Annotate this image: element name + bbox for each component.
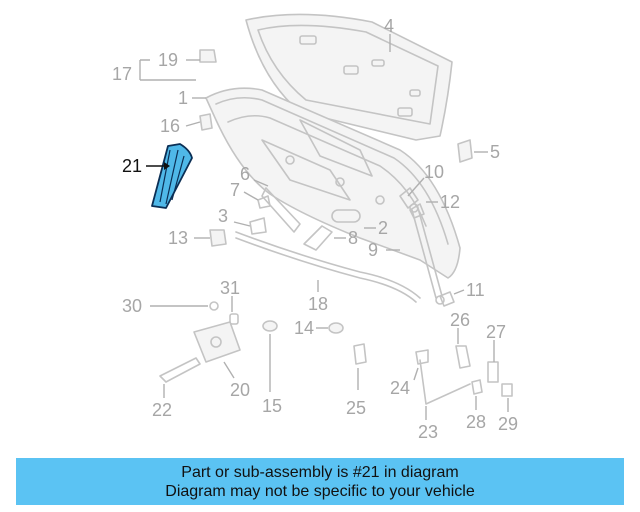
part-5-clip <box>457 139 473 163</box>
leader-lines <box>139 34 509 420</box>
part-12-bolt <box>409 203 425 219</box>
part-20-latch <box>193 321 241 363</box>
part-26-holder <box>455 345 471 369</box>
callout-28: 28 <box>466 412 486 432</box>
callout-29: 29 <box>498 414 518 434</box>
part-11-cap <box>439 291 455 307</box>
callout-8: 8 <box>348 228 358 248</box>
part-28-bolt <box>471 379 483 395</box>
callout-18: 18 <box>308 294 328 314</box>
part-6-hinge <box>261 187 301 233</box>
part-15-plug <box>262 320 278 332</box>
part-24-grommet <box>415 349 429 365</box>
part-30-switch <box>209 301 219 311</box>
part-29-bolt <box>501 383 513 397</box>
part-18-weatherstrip <box>235 231 421 303</box>
callout-20: 20 <box>230 380 250 400</box>
callout-labels: 4 19 17 1 16 21 5 6 10 7 12 3 2 13 8 9 1… <box>112 16 518 442</box>
part-27-bracket <box>487 361 499 383</box>
callout-19: 19 <box>158 50 178 70</box>
callout-26: 26 <box>450 310 470 330</box>
callout-3: 3 <box>218 206 228 226</box>
callout-2: 2 <box>378 218 388 238</box>
part-10-bracket <box>399 187 419 209</box>
callout-4: 4 <box>384 16 394 36</box>
part-13-bumper <box>209 229 227 247</box>
part-16-clip <box>199 113 213 131</box>
callout-23: 23 <box>418 422 438 442</box>
callout-14: 14 <box>294 318 314 338</box>
callout-7: 7 <box>230 180 240 200</box>
callout-16: 16 <box>160 116 180 136</box>
part-19-clip <box>199 49 217 63</box>
callout-10: 10 <box>424 162 444 182</box>
part-2-striker <box>331 209 361 223</box>
callout-24: 24 <box>390 378 410 398</box>
banner-line-1: Part or sub-assembly is #21 in diagram <box>181 463 459 481</box>
callout-31: 31 <box>220 278 240 298</box>
callout-15: 15 <box>262 396 282 416</box>
callout-5: 5 <box>490 142 500 162</box>
callout-9: 9 <box>368 240 378 260</box>
banner-line-2: Diagram may not be specific to your vehi… <box>165 482 475 500</box>
part-21-highlighted[interactable] <box>151 143 193 209</box>
info-banner: Part or sub-assembly is #21 in diagram D… <box>16 458 624 505</box>
callout-27: 27 <box>486 322 506 342</box>
part-3-bracket <box>249 217 267 235</box>
part-23-prop-rod <box>419 359 471 405</box>
part-25-clip <box>353 343 367 365</box>
callout-6: 6 <box>240 164 250 184</box>
callout-12: 12 <box>440 192 460 212</box>
part-31-bolt <box>229 313 239 325</box>
part-1-hood <box>205 87 461 279</box>
callout-21[interactable]: 21 <box>122 156 142 176</box>
callout-1: 1 <box>178 88 188 108</box>
callout-22: 22 <box>152 400 172 420</box>
part-8-bracket <box>303 225 333 251</box>
callout-30: 30 <box>122 296 142 316</box>
part-7-bolt <box>257 195 271 209</box>
part-22-release <box>159 357 201 383</box>
callout-13: 13 <box>168 228 188 248</box>
parts-diagram: 4 19 17 1 16 21 5 6 10 7 12 3 2 13 8 9 1… <box>112 13 518 442</box>
callout-17: 17 <box>112 64 132 84</box>
callout-25: 25 <box>346 398 366 418</box>
part-14-grommet <box>328 322 344 334</box>
callout-11: 11 <box>466 280 485 300</box>
